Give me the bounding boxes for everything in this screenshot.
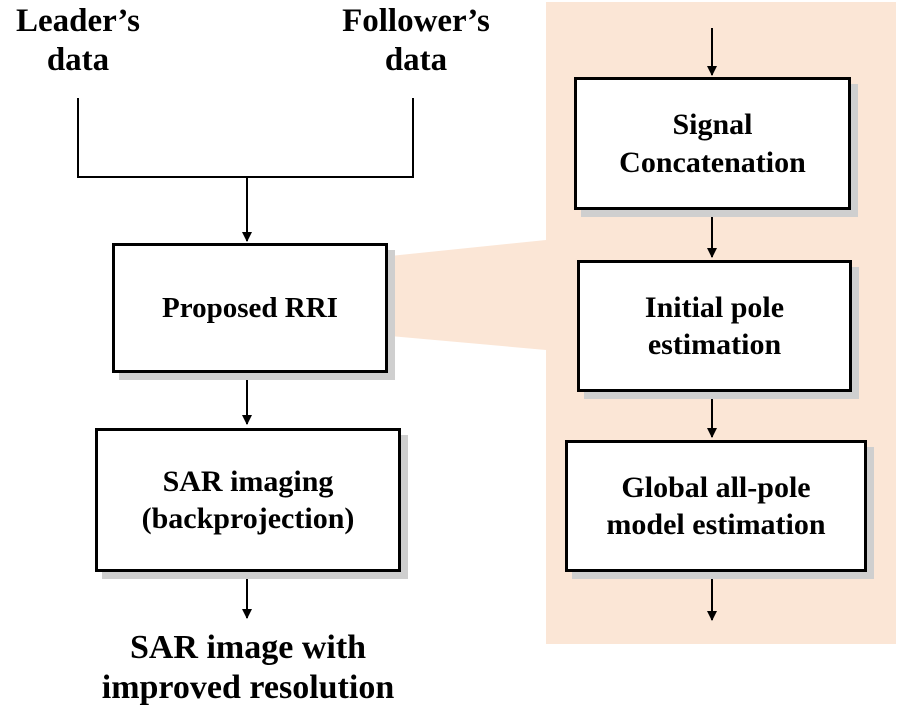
follower-data-label: Follower’s data [318, 2, 514, 80]
sar-imaging-box: SAR imaging (backprojection) [95, 428, 401, 572]
leader-line-2: data [46, 41, 110, 78]
zoom-wedge [390, 240, 546, 350]
leader-data-label: Leader’s data [0, 2, 156, 80]
signal-concatenation-box: Signal Concatenation [574, 77, 851, 210]
global-model-line-1: Global all-pole [621, 470, 811, 504]
output-label: SAR image with improved resolution [58, 628, 438, 708]
global-model-box: Global all-pole model estimation [565, 440, 867, 572]
follower-line [247, 98, 414, 178]
output-line-1: SAR image with [129, 629, 367, 666]
signal-concatenation-line-1: Signal [672, 108, 753, 141]
initial-pole-box: Initial pole estimation [577, 260, 852, 392]
signal-concatenation-line-2: Concatenation [619, 145, 806, 179]
leader-line-1: Leader’s [15, 3, 140, 39]
proposed-rri-box: Proposed RRI [112, 243, 388, 373]
global-model-line-2: model estimation [606, 508, 826, 541]
output-line-2: improved resolution [101, 669, 395, 707]
sar-imaging-line-1: SAR imaging [162, 464, 334, 498]
follower-line-1: Follower’s [342, 3, 490, 39]
follower-line-2: data [384, 41, 448, 78]
proposed-rri-text: Proposed RRI [162, 291, 338, 324]
initial-pole-line-1: Initial pole [644, 290, 785, 324]
leader-line [77, 98, 247, 178]
sar-imaging-line-2: (backprojection) [141, 502, 355, 535]
initial-pole-line-2: estimation [647, 328, 782, 361]
